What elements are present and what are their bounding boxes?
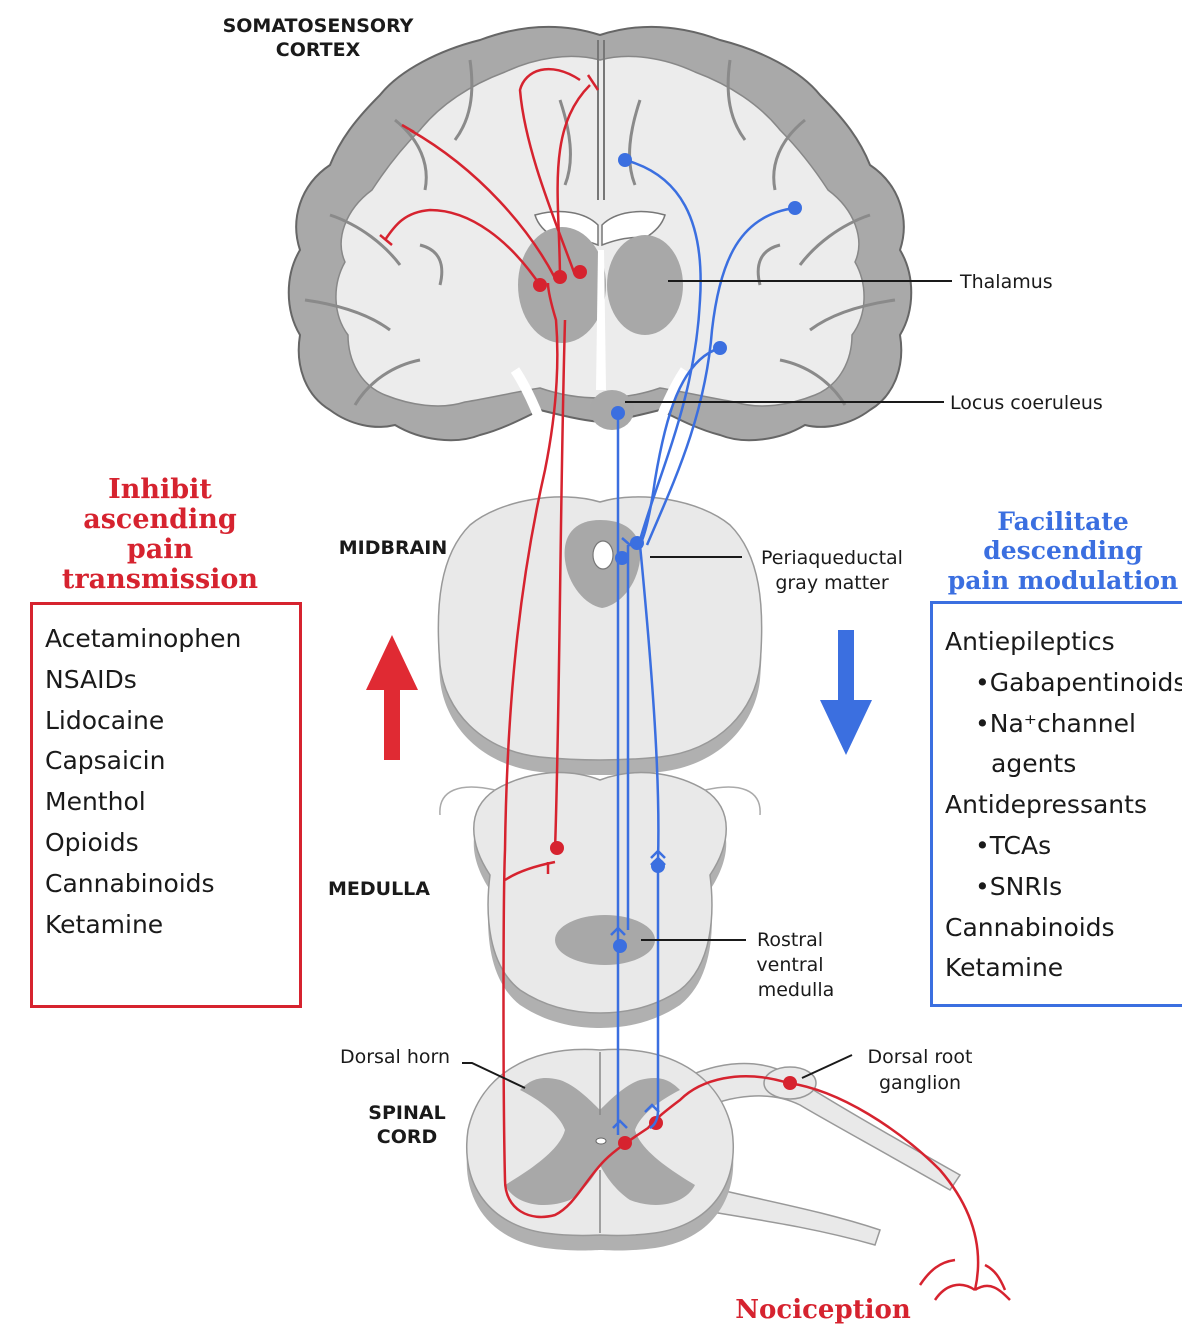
inhibit-drug-list: Acetaminophen NSAIDs Lidocaine Capsaicin…	[45, 619, 299, 945]
neuron-dot-icon	[630, 536, 644, 550]
label-drg-line1: Dorsal root	[867, 1046, 972, 1068]
thalamus-left	[518, 227, 606, 343]
neuron-dot-icon	[783, 1076, 797, 1090]
label-locus-coeruleus: Locus coeruleus	[950, 392, 1103, 414]
list-item: Na⁺channel	[945, 704, 1182, 745]
facilitate-drug-list: Antiepileptics Gabapentinoids Na⁺channel…	[945, 622, 1182, 989]
inhibit-heading-line2: ascending	[83, 504, 237, 535]
list-item: NSAIDs	[45, 660, 299, 701]
label-rvm-line1: Rostral	[757, 929, 823, 951]
neuron-dot-icon	[713, 341, 727, 355]
label-nociception: Nociception	[735, 1295, 911, 1325]
label-rvm-line3: medulla	[758, 979, 835, 1001]
medulla-section	[440, 773, 760, 1028]
arrow-up-icon	[366, 635, 418, 760]
neuron-dot-icon	[533, 278, 547, 292]
label-cortex-line2: CORTEX	[276, 39, 361, 61]
central-canal	[596, 1138, 606, 1144]
list-item: Ketamine	[45, 905, 299, 946]
neuron-dot-icon	[618, 1136, 632, 1150]
label-pag-line2: gray matter	[775, 572, 889, 594]
list-item: Menthol	[45, 782, 299, 823]
rostral-ventral-medulla-region	[555, 915, 655, 965]
neuron-dot-icon	[618, 153, 632, 167]
label-spinal-line1: SPINAL	[368, 1102, 445, 1124]
list-item: Acetaminophen	[45, 619, 299, 660]
neuron-dot-icon	[613, 939, 627, 953]
facilitate-heading-line2: descending	[983, 536, 1142, 565]
label-medulla: MEDULLA	[328, 878, 430, 900]
list-item: Cannabinoids	[945, 908, 1182, 949]
neuron-dot-icon	[651, 859, 665, 873]
list-item: Opioids	[45, 823, 299, 864]
cerebral-aqueduct	[593, 541, 613, 569]
facilitate-heading-line3: pain modulation	[948, 566, 1178, 595]
list-item: agents	[945, 744, 1182, 785]
facilitate-heading-line1: Facilitate	[997, 507, 1129, 536]
label-spinal-line2: CORD	[377, 1126, 438, 1148]
label-rvm-line2: ventral	[756, 954, 823, 976]
label-dorsal-horn: Dorsal horn	[340, 1046, 450, 1068]
list-item: TCAs	[945, 826, 1182, 867]
list-item: SNRIs	[945, 867, 1182, 908]
neuron-dot-icon	[573, 265, 587, 279]
list-item: Antiepileptics	[945, 622, 1182, 663]
medulla-tissue	[474, 773, 727, 1013]
facilitate-drug-box: Antiepileptics Gabapentinoids Na⁺channel…	[930, 601, 1182, 1007]
neuron-dot-icon	[550, 841, 564, 855]
inhibit-heading-line4: transmission	[62, 564, 259, 595]
list-item: Ketamine	[945, 948, 1182, 989]
thalamus-right	[607, 235, 683, 335]
arrow-down-icon	[820, 630, 872, 755]
list-item: Capsaicin	[45, 741, 299, 782]
label-drg-line2: ganglion	[879, 1072, 961, 1094]
label-midbrain: MIDBRAIN	[339, 537, 448, 559]
list-item: Antidepressants	[945, 785, 1182, 826]
midbrain-section	[438, 497, 761, 775]
inhibit-heading-line3: pain	[127, 534, 194, 565]
neuron-dot-icon	[553, 270, 567, 284]
label-pag-line1: Periaqueductal	[761, 547, 903, 569]
neuron-dot-icon	[615, 551, 629, 565]
label-thalamus: Thalamus	[959, 271, 1053, 293]
inhibit-heading-line1: Inhibit	[108, 474, 212, 505]
list-item: Gabapentinoids	[945, 663, 1182, 704]
neuron-dot-icon	[788, 201, 802, 215]
inhibit-drug-box: Acetaminophen NSAIDs Lidocaine Capsaicin…	[30, 602, 302, 1008]
neuron-dot-icon	[611, 406, 625, 420]
list-item: Cannabinoids	[45, 864, 299, 905]
brain-section	[289, 27, 912, 440]
label-cortex-line1: SOMATOSENSORY	[223, 15, 414, 37]
list-item: Lidocaine	[45, 701, 299, 742]
